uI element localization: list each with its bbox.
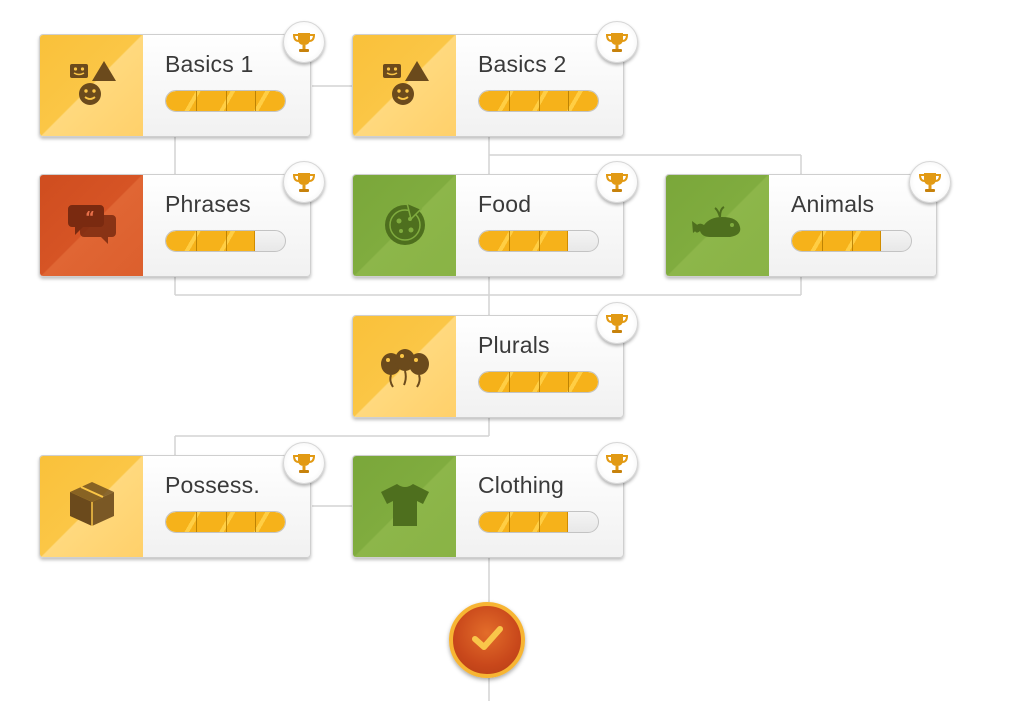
pizza-icon bbox=[377, 195, 433, 256]
skill-tile-plurals bbox=[353, 316, 456, 417]
progress-segment-divider bbox=[195, 231, 197, 251]
progress-bar-basics-1 bbox=[165, 90, 286, 112]
skill-possess[interactable]: Possess. bbox=[39, 442, 325, 558]
box-icon bbox=[64, 476, 120, 537]
progress-fill bbox=[479, 231, 569, 251]
skill-tile-phrases: “ bbox=[40, 175, 143, 276]
speech-bubbles-icon: “ bbox=[64, 195, 120, 256]
skill-food[interactable]: Food bbox=[352, 161, 638, 277]
skill-tile-basics-2 bbox=[353, 35, 456, 136]
skill-tile-basics-1 bbox=[40, 35, 143, 136]
skill-tile-food bbox=[353, 175, 456, 276]
progress-segment-divider bbox=[195, 91, 197, 111]
progress-fill bbox=[479, 512, 569, 532]
skill-tile-animals bbox=[666, 175, 769, 276]
shirt-icon bbox=[377, 476, 433, 537]
progress-fill bbox=[166, 231, 256, 251]
progress-bar-clothing bbox=[478, 511, 599, 533]
trophy-icon bbox=[283, 442, 325, 484]
skill-basics-1[interactable]: Basics 1 bbox=[39, 21, 325, 137]
skill-phrases[interactable]: “ Phrases bbox=[39, 161, 325, 277]
progress-segment-divider bbox=[225, 91, 227, 111]
skill-tile-possess bbox=[40, 456, 143, 557]
whale-icon bbox=[690, 195, 746, 256]
progress-bar-possess bbox=[165, 511, 286, 533]
balloons-icon bbox=[377, 336, 433, 397]
progress-segment-divider bbox=[538, 91, 540, 111]
progress-bar-phrases bbox=[165, 230, 286, 252]
trophy-icon bbox=[596, 161, 638, 203]
checkpoint-button[interactable] bbox=[449, 602, 525, 678]
progress-segment-divider bbox=[538, 372, 540, 392]
progress-bar-food bbox=[478, 230, 599, 252]
trophy-icon bbox=[596, 302, 638, 344]
progress-segment-divider bbox=[508, 512, 510, 532]
progress-segment-divider bbox=[225, 512, 227, 532]
skill-animals[interactable]: Animals bbox=[665, 161, 951, 277]
progress-segment-divider bbox=[538, 231, 540, 251]
skill-name-basics-2: Basics 2 bbox=[478, 51, 567, 77]
trophy-icon bbox=[283, 21, 325, 63]
trophy-icon bbox=[596, 21, 638, 63]
progress-segment-divider bbox=[851, 231, 853, 251]
shapes-icon bbox=[64, 55, 120, 116]
skill-name-food: Food bbox=[478, 191, 532, 217]
skill-name-animals: Animals bbox=[791, 191, 875, 217]
skill-clothing[interactable]: Clothing bbox=[352, 442, 638, 558]
progress-segment-divider bbox=[508, 231, 510, 251]
progress-segment-divider bbox=[195, 512, 197, 532]
progress-bar-plurals bbox=[478, 371, 599, 393]
progress-segment-divider bbox=[225, 231, 227, 251]
progress-segment-divider bbox=[508, 91, 510, 111]
progress-segment-divider bbox=[568, 91, 570, 111]
svg-text:“: “ bbox=[85, 208, 95, 226]
progress-bar-animals bbox=[791, 230, 912, 252]
progress-segment-divider bbox=[255, 91, 257, 111]
skill-name-basics-1: Basics 1 bbox=[165, 51, 254, 77]
skill-name-clothing: Clothing bbox=[478, 472, 564, 498]
trophy-icon bbox=[283, 161, 325, 203]
progress-bar-basics-2 bbox=[478, 90, 599, 112]
checkmark-icon bbox=[467, 618, 507, 663]
skill-basics-2[interactable]: Basics 2 bbox=[352, 21, 638, 137]
trophy-icon bbox=[596, 442, 638, 484]
skill-tile-clothing bbox=[353, 456, 456, 557]
shapes-icon bbox=[377, 55, 433, 116]
skill-name-phrases: Phrases bbox=[165, 191, 251, 217]
skill-name-possess: Possess. bbox=[165, 472, 260, 498]
skill-plurals[interactable]: Plurals bbox=[352, 302, 638, 418]
progress-segment-divider bbox=[538, 512, 540, 532]
skill-name-plurals: Plurals bbox=[478, 332, 550, 358]
progress-segment-divider bbox=[821, 231, 823, 251]
progress-segment-divider bbox=[255, 512, 257, 532]
progress-fill bbox=[792, 231, 882, 251]
progress-segment-divider bbox=[568, 372, 570, 392]
trophy-icon bbox=[909, 161, 951, 203]
progress-segment-divider bbox=[508, 372, 510, 392]
